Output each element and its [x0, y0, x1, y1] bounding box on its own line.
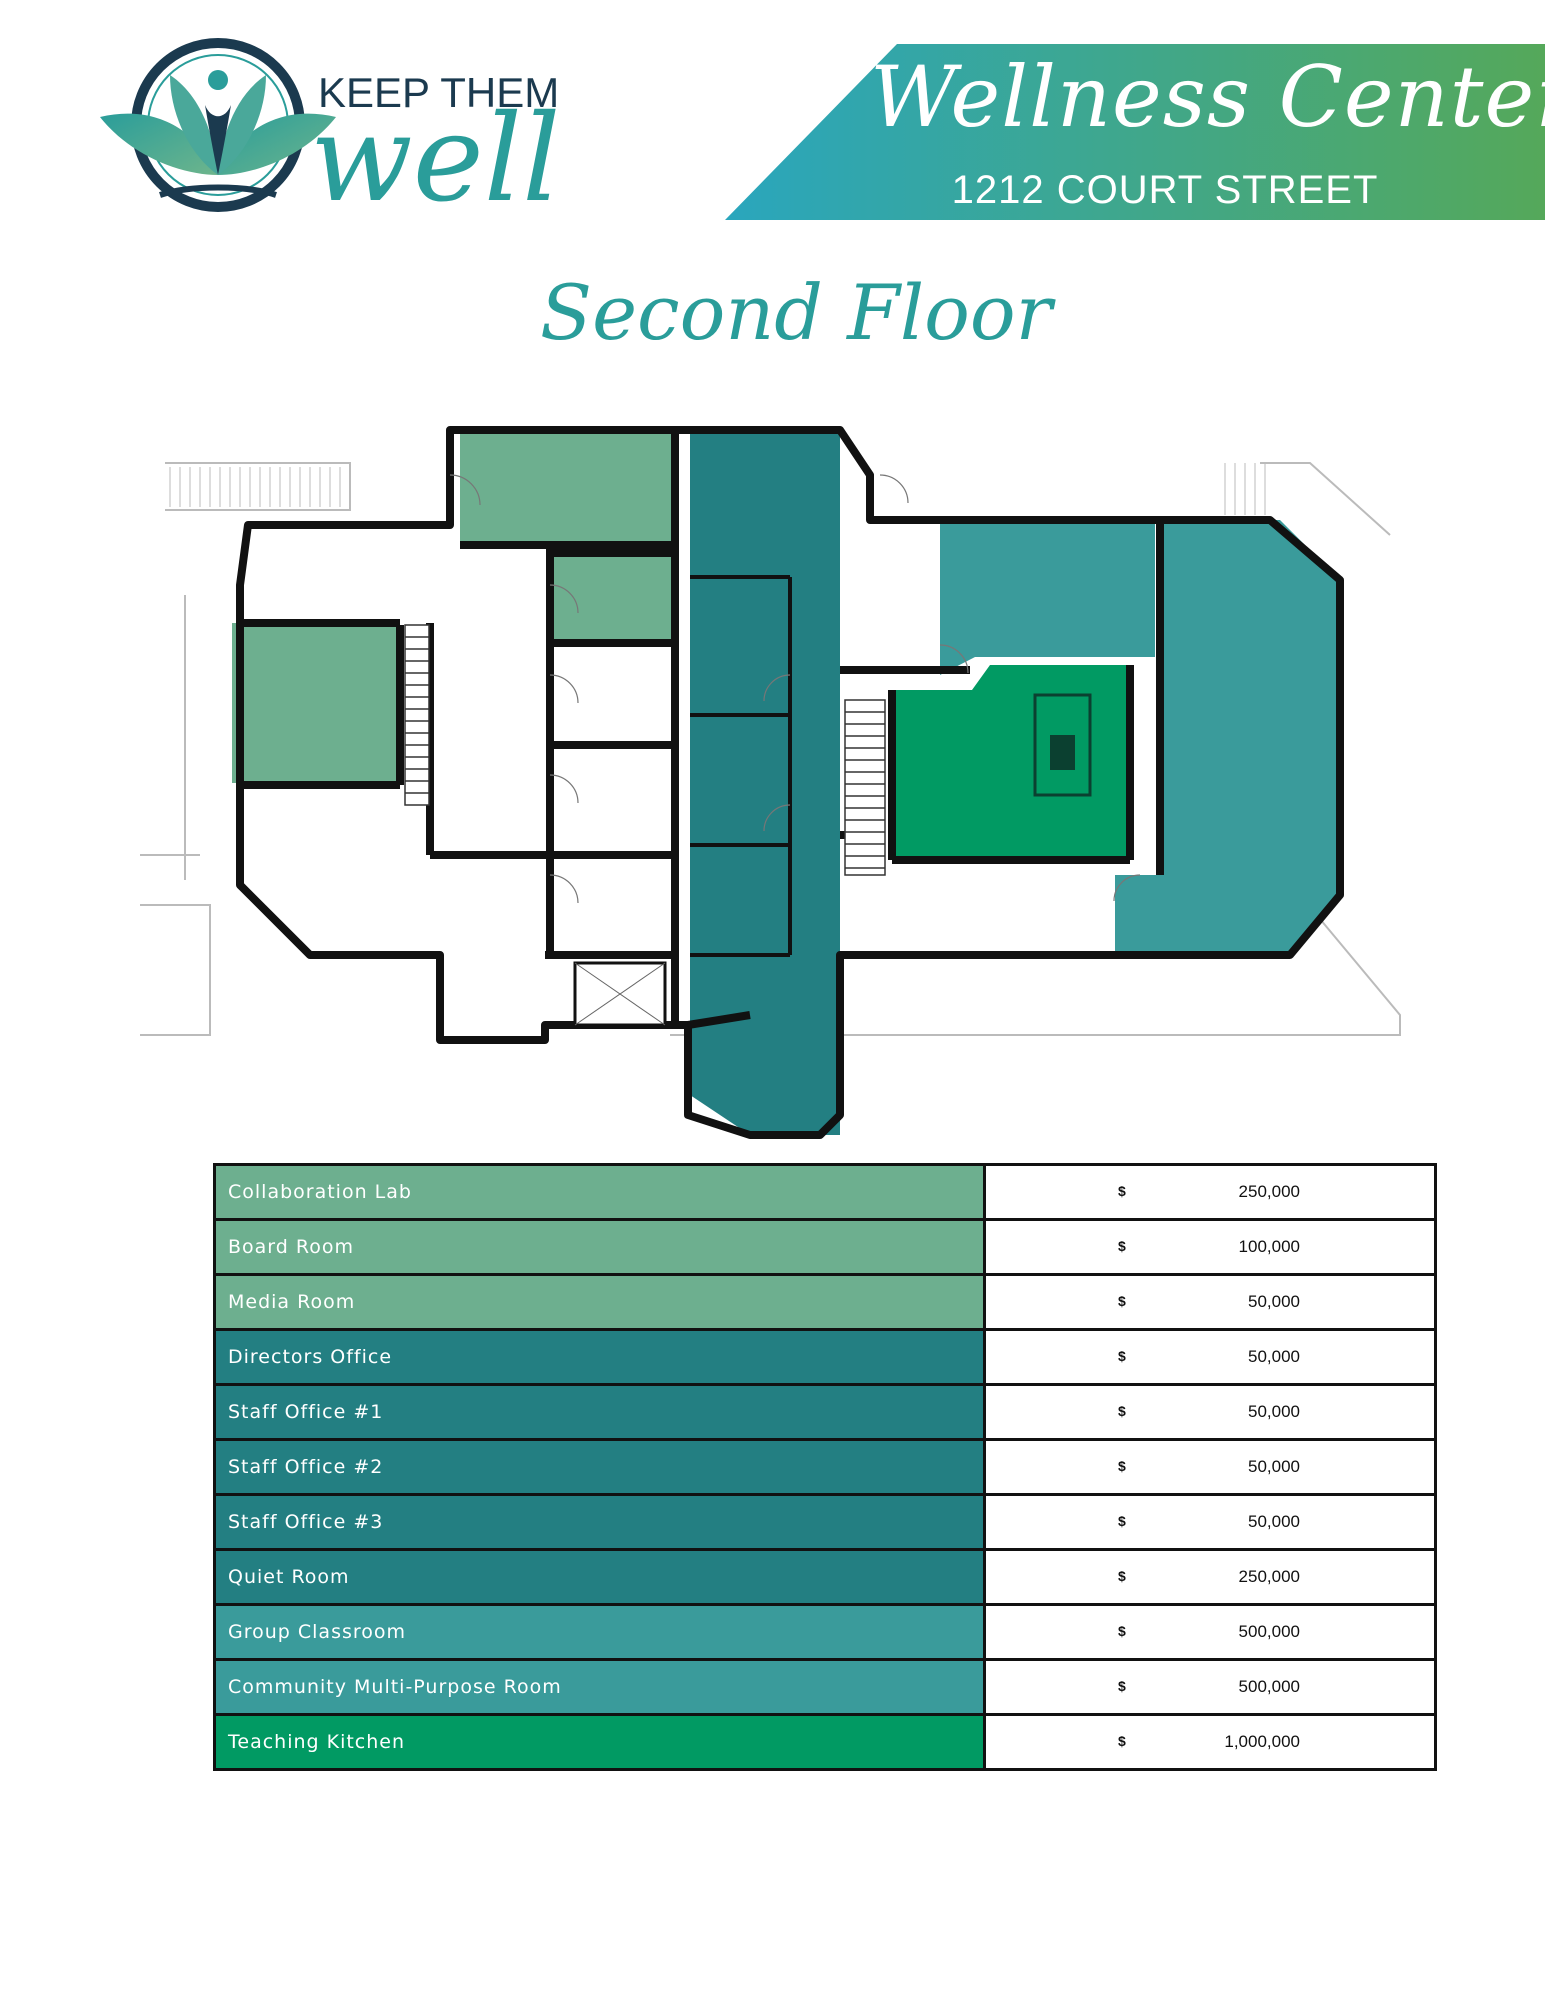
keep-them-well-logo: KEEP THEM well — [100, 38, 561, 229]
currency-symbol: $ — [1118, 1293, 1126, 1309]
room-cost-cell: $500,000 — [983, 1603, 1437, 1661]
table-row: Quiet Room$250,000 — [213, 1548, 1437, 1606]
plan-board-room — [550, 553, 675, 643]
plan-community-multi-purpose-room — [1115, 520, 1340, 955]
room-cost-cell: $50,000 — [983, 1273, 1437, 1331]
currency-symbol: $ — [1118, 1238, 1126, 1254]
logo-top-text: KEEP THEM — [318, 69, 559, 116]
room-name-cell: Media Room — [213, 1273, 986, 1331]
banner-title: Wellness Center — [870, 48, 1545, 146]
header-banner — [725, 44, 1545, 220]
plan-teaching-kitchen — [892, 665, 1130, 860]
room-cost-cell: $50,000 — [983, 1328, 1437, 1386]
room-name-cell: Staff Office #1 — [213, 1383, 986, 1441]
cost-value: 100,000 — [1238, 1237, 1300, 1256]
currency-symbol: $ — [1118, 1678, 1126, 1694]
cost-value: 250,000 — [1238, 1567, 1300, 1586]
cost-value: 50,000 — [1248, 1292, 1300, 1311]
table-row: Teaching Kitchen$1,000,000 — [213, 1713, 1437, 1771]
cost-value: 250,000 — [1238, 1182, 1300, 1201]
currency-symbol: $ — [1118, 1458, 1126, 1474]
room-name-cell: Collaboration Lab — [213, 1163, 986, 1221]
cost-value: 50,000 — [1248, 1402, 1300, 1421]
room-name-cell: Group Classroom — [213, 1603, 986, 1661]
room-name-cell: Staff Office #3 — [213, 1493, 986, 1551]
banner-address: 1212 COURT STREET — [951, 168, 1379, 212]
room-cost-cell: $250,000 — [983, 1548, 1437, 1606]
cost-value: 50,000 — [1248, 1457, 1300, 1476]
room-name-cell: Directors Office — [213, 1328, 986, 1386]
room-name-cell: Quiet Room — [213, 1548, 986, 1606]
room-name-cell: Staff Office #2 — [213, 1438, 986, 1496]
table-row: Staff Office #1$50,000 — [213, 1383, 1437, 1441]
cost-value: 1,000,000 — [1224, 1732, 1300, 1751]
cost-value: 50,000 — [1248, 1347, 1300, 1366]
currency-symbol: $ — [1118, 1348, 1126, 1364]
room-cost-cell: $50,000 — [983, 1438, 1437, 1496]
room-name-cell: Community Multi-Purpose Room — [213, 1658, 986, 1716]
currency-symbol: $ — [1118, 1183, 1126, 1199]
room-cost-cell: $50,000 — [983, 1383, 1437, 1441]
room-name-cell: Board Room — [213, 1218, 986, 1276]
table-row: Staff Office #3$50,000 — [213, 1493, 1437, 1551]
currency-symbol: $ — [1118, 1403, 1126, 1419]
room-cost-cell: $1,000,000 — [983, 1713, 1437, 1771]
room-cost-cell: $50,000 — [983, 1493, 1437, 1551]
table-row: Community Multi-Purpose Room$500,000 — [213, 1658, 1437, 1716]
cost-value: 50,000 — [1248, 1512, 1300, 1531]
floor-plan — [140, 426, 1401, 1139]
currency-symbol: $ — [1118, 1733, 1126, 1749]
logo-script-text: well — [310, 90, 561, 229]
cost-value: 500,000 — [1238, 1677, 1300, 1696]
room-cost-cell: $250,000 — [983, 1163, 1437, 1221]
plan-collaboration-lab — [460, 430, 675, 545]
room-cost-cell: $500,000 — [983, 1658, 1437, 1716]
cost-value: 500,000 — [1238, 1622, 1300, 1641]
table-row: Directors Office$50,000 — [213, 1328, 1437, 1386]
room-name-cell: Teaching Kitchen — [213, 1713, 986, 1771]
room-cost-cell: $100,000 — [983, 1218, 1437, 1276]
currency-symbol: $ — [1118, 1513, 1126, 1529]
table-row: Board Room$100,000 — [213, 1218, 1437, 1276]
currency-symbol: $ — [1118, 1568, 1126, 1584]
plan-media-room — [232, 623, 400, 783]
floor-title: Second Floor — [540, 268, 1052, 357]
table-row: Collaboration Lab$250,000 — [213, 1163, 1437, 1221]
table-row: Staff Office #2$50,000 — [213, 1438, 1437, 1496]
currency-symbol: $ — [1118, 1623, 1126, 1639]
table-row: Media Room$50,000 — [213, 1273, 1437, 1331]
plan-quiet-room — [690, 430, 840, 1135]
table-row: Group Classroom$500,000 — [213, 1603, 1437, 1661]
plan-group-classroom — [940, 520, 1155, 675]
